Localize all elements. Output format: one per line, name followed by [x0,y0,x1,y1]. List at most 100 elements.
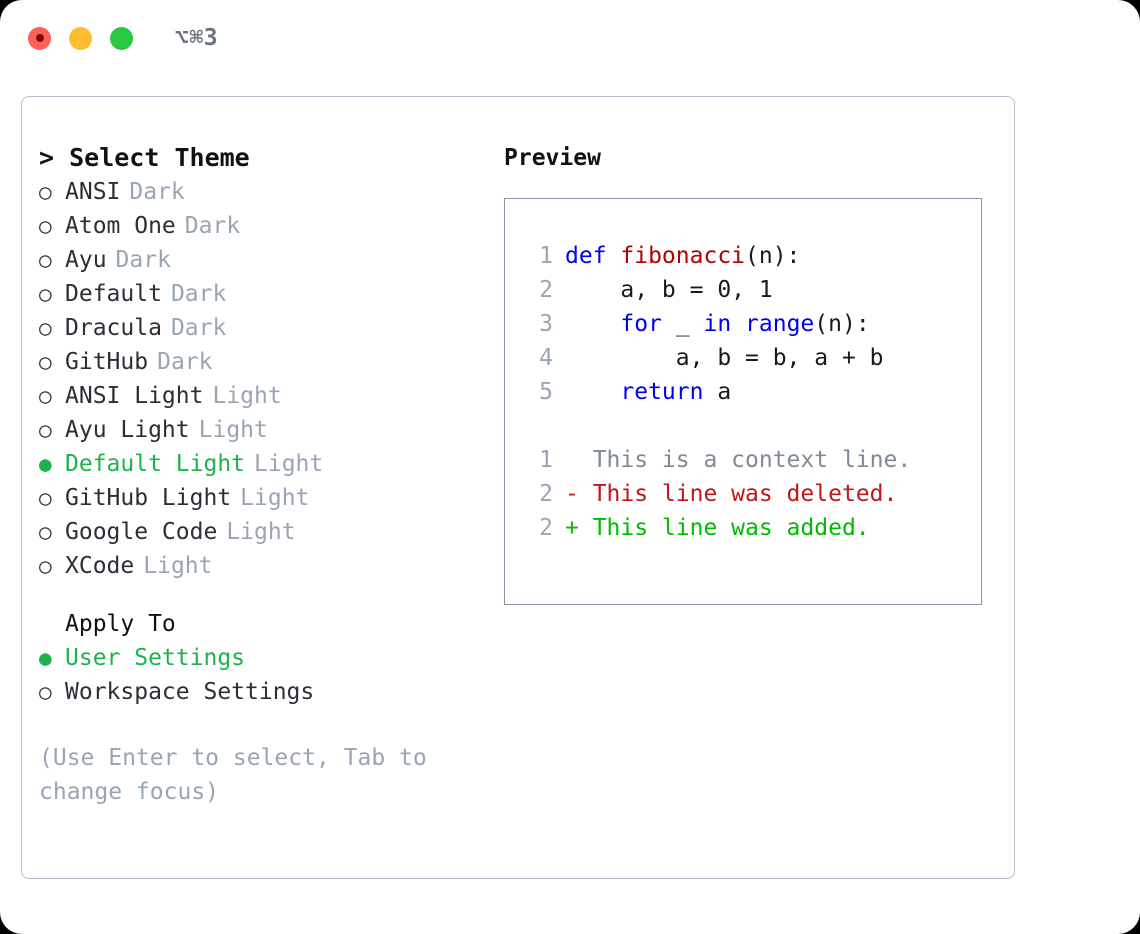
apply-to-option-workspace-settings[interactable]: ○ Workspace Settings [39,675,484,709]
theme-variant-tag: Dark [157,349,213,375]
diff-line-number: 2 [539,481,553,507]
theme-option-default-light[interactable]: ● Default Light Light [39,447,484,481]
radio-unselected-icon: ○ [39,214,52,238]
theme-option-xcode[interactable]: ○ XCode Light [39,549,484,583]
theme-option-label: ANSI [65,179,121,205]
theme-variant-tag: Dark [115,247,171,273]
theme-option-dracula[interactable]: ○ Dracula Dark [39,311,484,345]
code-token: def [565,243,621,269]
code-token [731,311,745,337]
code-token: (n): [814,311,870,337]
theme-variant-tag: Light [143,553,213,579]
radio-unselected-icon: ○ [39,486,52,510]
code-token [565,311,620,337]
code-line-text: for _ in range(n): [565,307,870,341]
code-token: _ [661,311,704,337]
diff-line-text: This is a context line. [565,447,912,473]
code-token: return [620,379,704,405]
code-token: a, b = b, a + b [565,345,884,371]
keyboard-shortcut-label: ⌥⌘3 [175,25,219,51]
radio-unselected-icon: ○ [39,350,52,374]
apply-to-option-label: Workspace Settings [65,679,315,705]
theme-variant-tag: Dark [170,315,227,341]
code-line-text: a, b = 0, 1 [565,273,773,307]
theme-variant-tag: Light [212,383,282,409]
theme-option-atom-one[interactable]: ○ Atom One Dark [39,209,484,243]
theme-option-label: XCode [65,553,135,579]
theme-variant-tag: Light [254,451,324,477]
diff-line-number: 2 [539,515,553,541]
code-line: 5 return a [521,375,981,409]
theme-variant-tag: Dark [184,213,241,239]
diff-line: 2 - This line was deleted. [521,477,981,511]
theme-option-label: Default Light [65,451,246,477]
radio-unselected-icon: ○ [39,282,52,306]
apply-to-option-label: User Settings [65,645,246,671]
code-token: fibonacci [620,243,746,269]
diff-line: 2 + This line was added. [521,511,981,545]
code-line-number: 2 [539,277,553,303]
theme-option-label: Atom One [65,213,176,239]
theme-option-label: GitHub [65,349,149,375]
code-token: range [745,311,815,337]
code-line-text: def fibonacci(n): [565,239,800,273]
theme-option-github-light[interactable]: ○ GitHub Light Light [39,481,484,515]
radio-unselected-icon: ○ [39,248,52,272]
radio-selected-icon: ● [39,646,52,670]
preview-heading: Preview [504,145,601,171]
code-line-number: 5 [539,379,553,405]
theme-option-ayu[interactable]: ○ Ayu Dark [39,243,484,277]
radio-unselected-icon: ○ [39,384,52,408]
code-line-text: return a [565,375,731,409]
radio-unselected-icon: ○ [39,520,52,544]
radio-selected-icon: ● [39,452,52,476]
code-token: a [703,379,732,405]
theme-option-label: ANSI Light [65,383,204,409]
keyboard-hint-text: (Use Enter to select, Tab to change focu… [39,745,441,805]
diff-line: 1 This is a context line. [521,443,981,477]
theme-option-label: GitHub Light [65,485,232,511]
code-token: in [703,311,732,337]
radio-unselected-icon: ○ [39,554,52,578]
theme-option-label: Dracula [65,315,162,341]
traffic-lights [28,26,133,50]
code-token [565,379,620,405]
theme-option-label: Google Code [65,519,218,545]
diff-line-text: + This line was added. [565,515,870,541]
code-line-text: a, b = b, a + b [565,341,884,375]
theme-option-github[interactable]: ○ GitHub Dark [39,345,484,379]
maximize-button[interactable] [110,26,133,50]
theme-option-label: Default [65,281,162,307]
theme-variant-tag: Light [240,485,310,511]
code-token: for [620,311,662,337]
code-line: 3 for _ in range(n): [521,307,981,341]
code-token: a, b = 0, 1 [565,277,773,303]
apply-to-option-user-settings[interactable]: ● User Settings [39,641,484,675]
theme-option-label: Ayu [65,247,107,273]
theme-option-label: Ayu Light [65,417,190,443]
radio-unselected-icon: ○ [39,680,52,704]
select-theme-heading: > Select Theme [39,143,250,172]
apply-to-list[interactable]: ● User Settings ○ Workspace Settings [39,641,484,709]
diff-line-number: 1 [539,447,553,473]
radio-unselected-icon: ○ [39,316,52,340]
close-button[interactable] [28,26,51,50]
theme-variant-tag: Light [226,519,296,545]
diff-sample: 1 This is a context line. 2 - This line wa… [521,443,981,545]
theme-option-ansi-light[interactable]: ○ ANSI Light Light [39,379,484,413]
theme-option-default[interactable]: ○ Default Dark [39,277,484,311]
diff-line-text: - This line was deleted. [565,481,898,507]
minimize-button[interactable] [69,26,92,50]
theme-variant-tag: Dark [170,281,227,307]
theme-option-google-code[interactable]: ○ Google Code Light [39,515,484,549]
